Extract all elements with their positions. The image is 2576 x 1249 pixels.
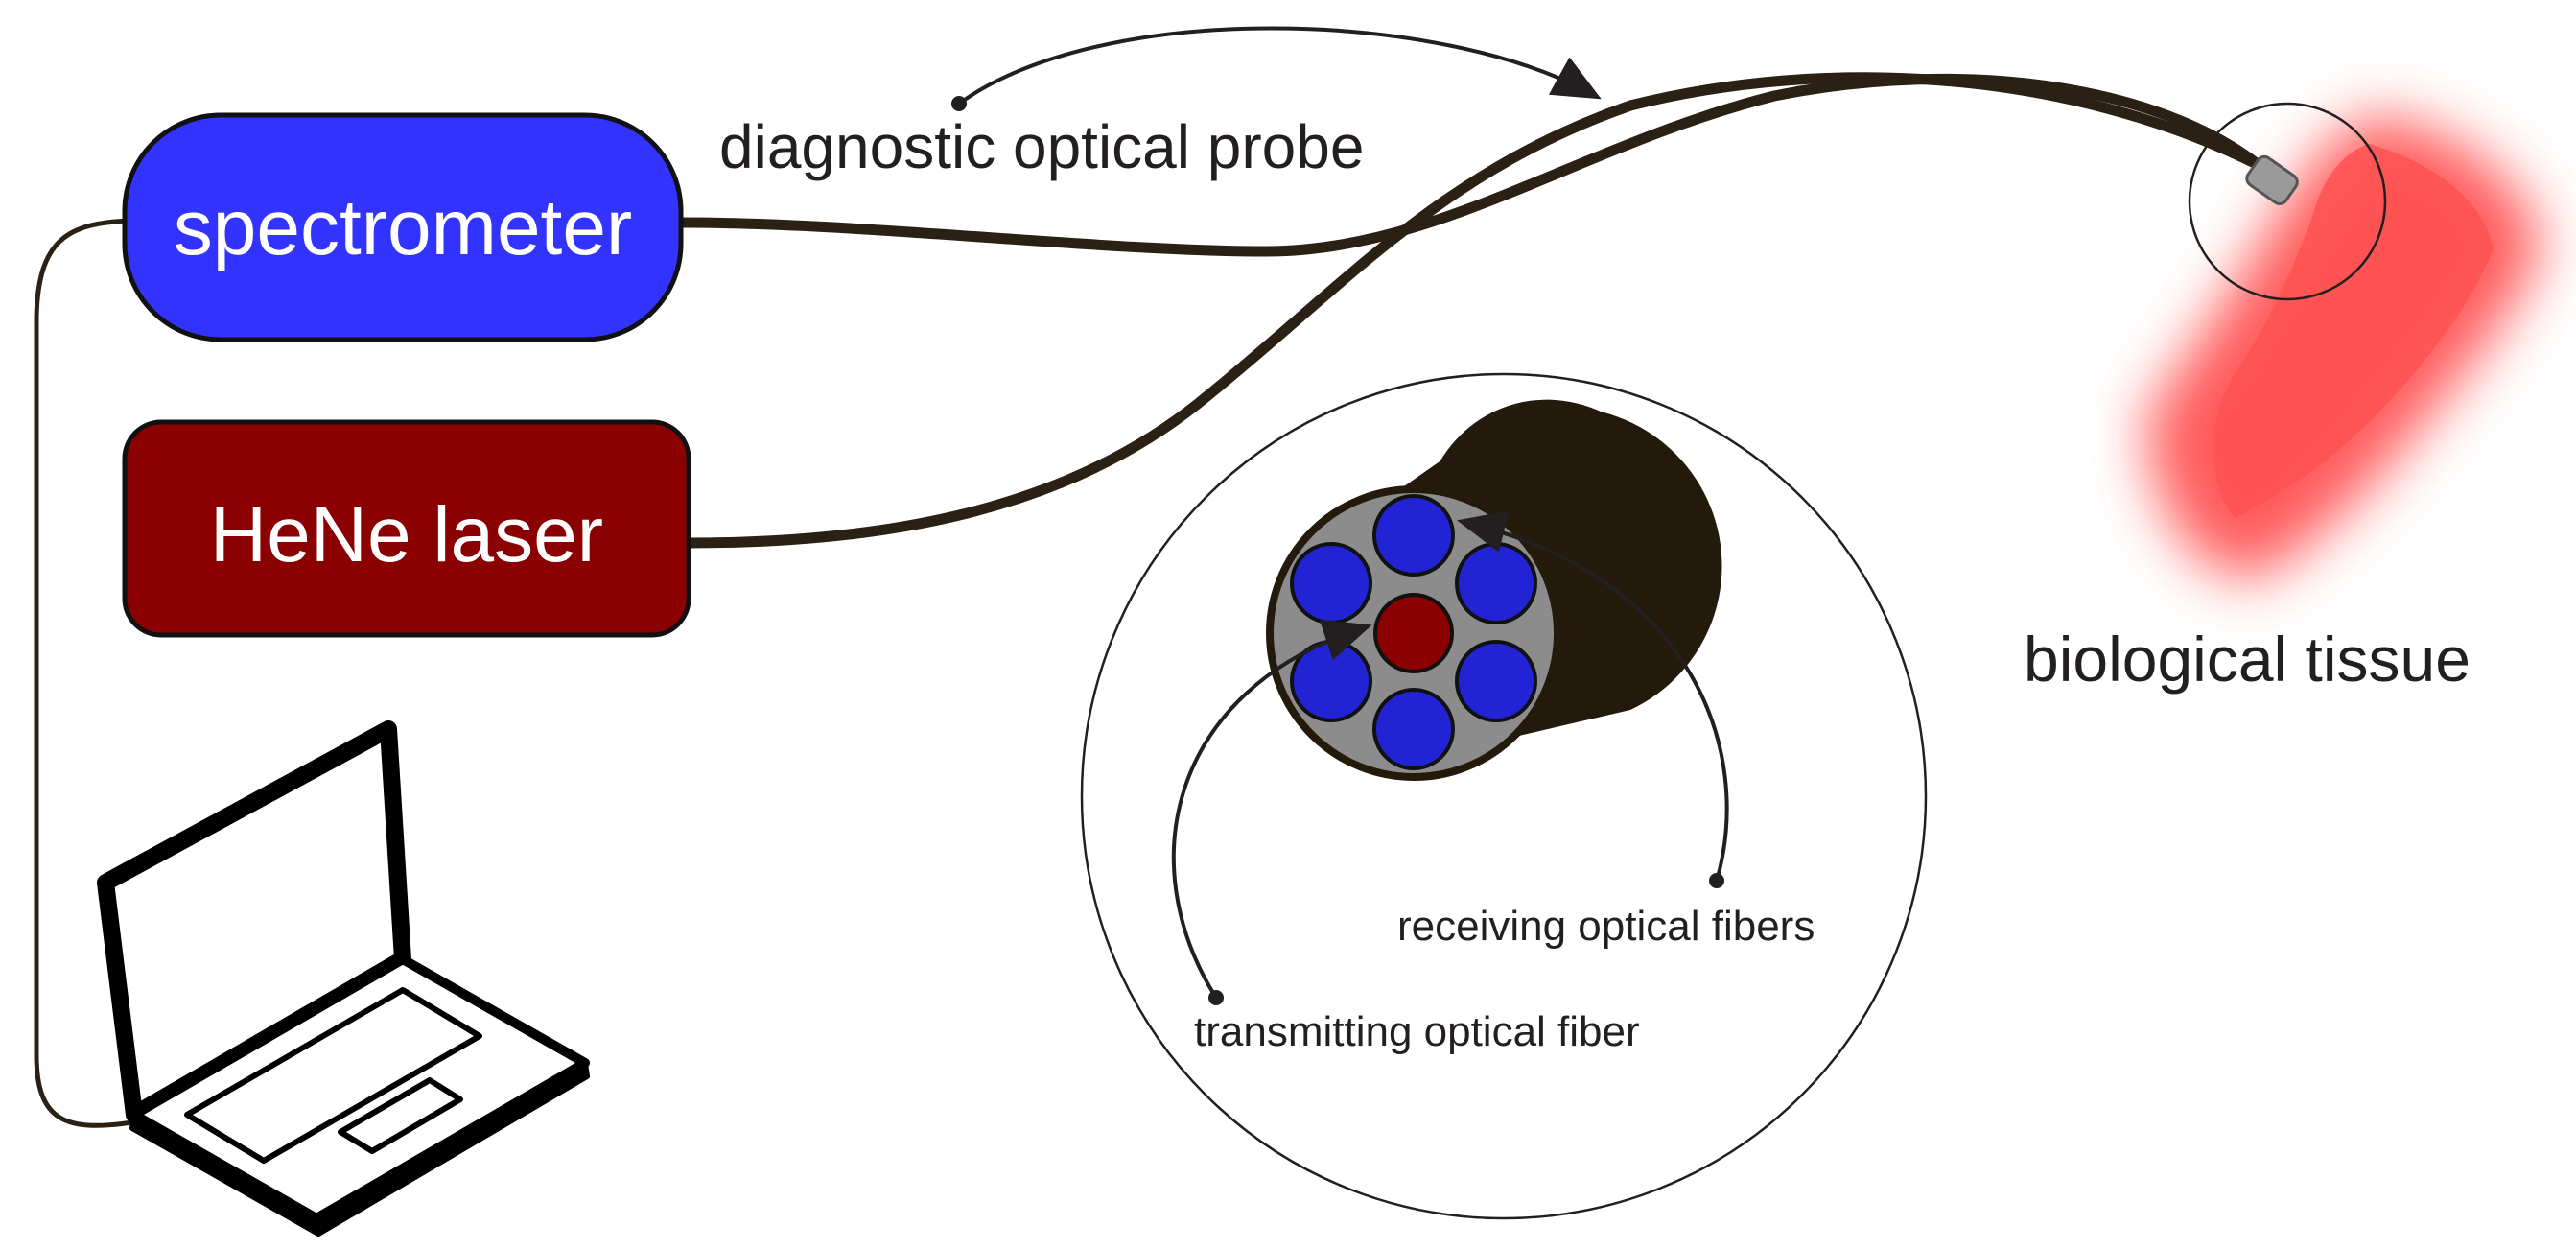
laser-box: HeNe laser [122,419,691,638]
laser-label: HeNe laser [210,491,603,578]
laser-cable [683,72,2264,549]
probe-arrow [957,26,1602,106]
tip-magnifier-circle [2188,102,2387,301]
probe-label: diagnostic optical probe [719,112,1364,181]
spectrometer-box: spectrometer [122,112,684,342]
receiving-fiber [1455,640,1537,722]
tissue-label: biological tissue [2024,624,2471,695]
transmitting-label: transmitting optical fiber [1194,1008,1640,1055]
receiving-fiber [1372,494,1455,577]
laptop-icon [97,720,590,1237]
receiving-fibers-arrow [1457,510,1729,882]
receiving-fiber [1455,542,1537,624]
spectrometer-cable [675,73,2264,257]
receiving-label: receiving optical fibers [1397,903,1815,950]
probe-arrow-dot [951,96,967,111]
receiving-arrow-dot [1709,873,1724,888]
probe-cables [34,72,2264,1128]
transmitting-arrow-dot [1208,990,1224,1005]
receiving-fiber [1290,542,1372,624]
receiving-fiber [1372,688,1455,770]
probe-tip-icon [2245,154,2299,206]
transmitting-fiber [1373,593,1454,673]
biological-tissue [2147,115,2541,578]
transmitting-fiber-arrow [1171,619,1372,1000]
probe-cross-section [1266,399,1722,781]
spectrometer-label: spectrometer [174,184,633,271]
computer-cable [34,218,135,1128]
